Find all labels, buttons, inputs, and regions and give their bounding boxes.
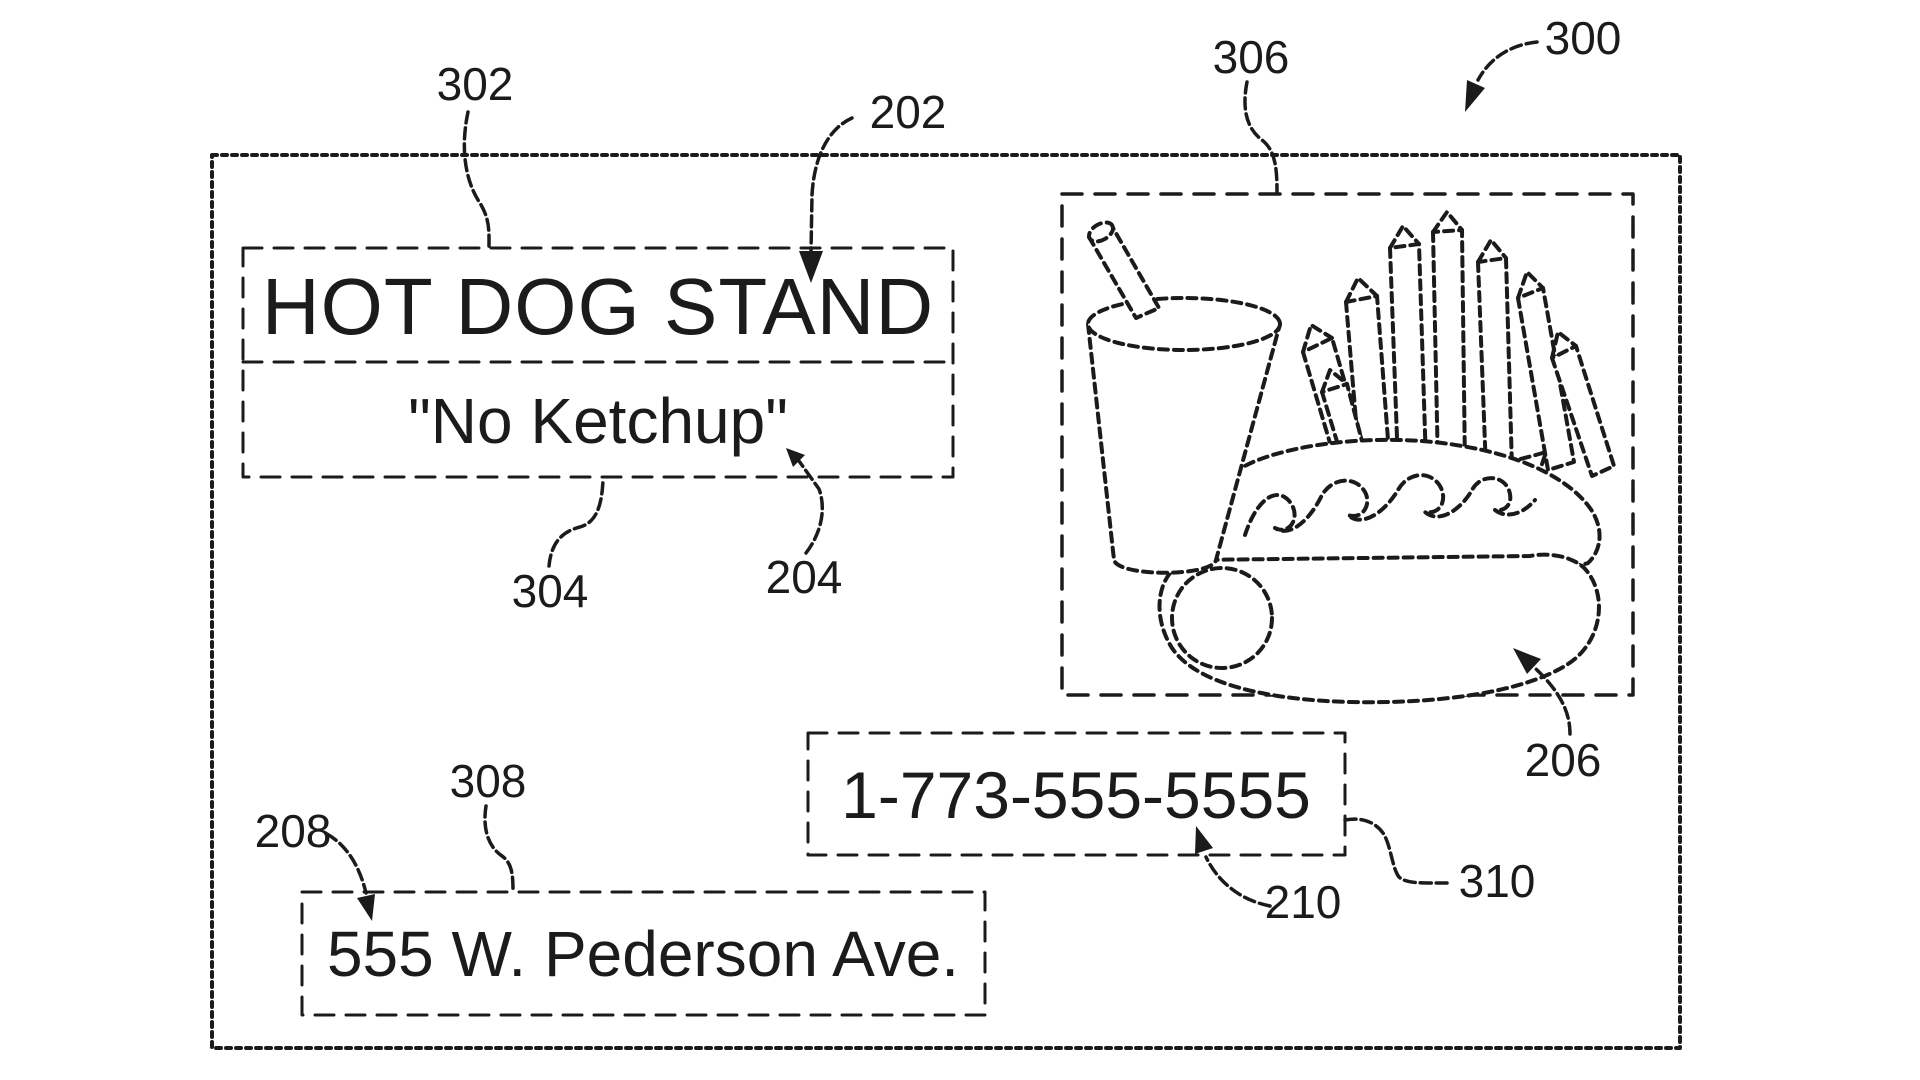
leader-302 <box>462 110 491 249</box>
ref-numeral-210: 210 <box>1264 876 1342 928</box>
ref-numeral-306: 306 <box>1212 31 1290 83</box>
ref-numeral-310: 310 <box>1458 855 1536 907</box>
leader-306 <box>1243 80 1279 195</box>
straw-cap <box>1087 220 1115 244</box>
ref-numeral-300: 300 <box>1544 12 1622 64</box>
food-illustration <box>1086 210 1616 705</box>
leader-210 <box>1204 855 1272 908</box>
leader-308 <box>483 804 515 893</box>
card-slogan-text: "No Ketchup" <box>408 385 788 457</box>
leader-206 <box>1534 667 1572 736</box>
leader-304 <box>547 478 605 568</box>
title-slogan-box <box>241 246 955 479</box>
ref-numeral-302: 302 <box>436 58 514 110</box>
arrowhead-210 <box>1195 826 1213 854</box>
ref-numeral-308: 308 <box>449 755 527 807</box>
card-border <box>210 153 1682 1050</box>
arrowhead-204 <box>786 448 805 467</box>
ref-numeral-304: 304 <box>511 565 589 617</box>
ref-numeral-202: 202 <box>869 86 947 138</box>
leader-lines <box>325 40 1572 908</box>
ref-numeral-208: 208 <box>254 805 332 857</box>
card-address-text: 555 W. Pederson Ave. <box>326 918 960 990</box>
card-phone-text: 1-773-555-5555 <box>841 758 1311 832</box>
mustard-squiggle <box>1243 473 1537 537</box>
leader-204 <box>797 459 825 555</box>
card-title-text: HOT DOG STAND <box>261 262 935 351</box>
leader-202 <box>809 116 854 254</box>
arrowhead-202 <box>799 251 823 283</box>
leader-300 <box>1476 40 1539 82</box>
arrowhead-206 <box>1513 648 1541 674</box>
phone-box <box>806 731 1347 857</box>
ref-numeral-206: 206 <box>1524 734 1602 786</box>
drink-cup-illustration <box>1086 220 1282 575</box>
hot-dog-illustration <box>1157 437 1602 705</box>
address-box <box>300 890 987 1017</box>
leader-208 <box>325 832 368 895</box>
ref-numeral-204: 204 <box>765 551 843 603</box>
arrowheads <box>357 80 1541 921</box>
leader-310 <box>1343 817 1449 885</box>
french-fries-illustration <box>1301 210 1616 478</box>
arrowhead-208 <box>357 894 375 921</box>
arrowhead-300 <box>1465 80 1485 112</box>
